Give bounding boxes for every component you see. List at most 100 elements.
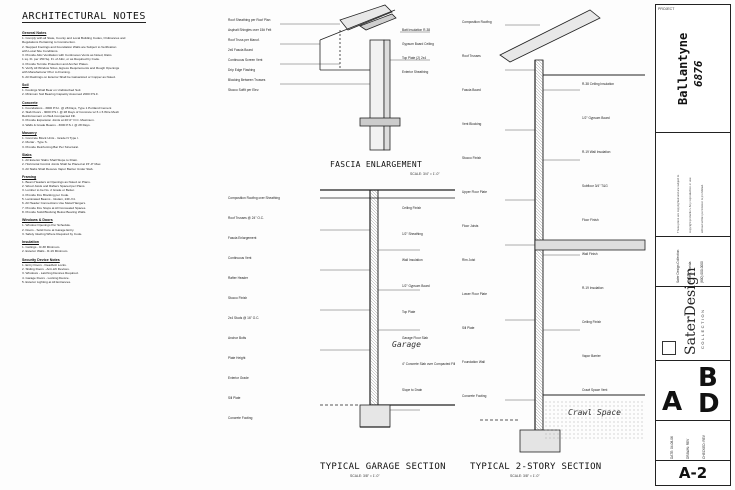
- callout-label: 1/2" Gypsum Board: [402, 284, 430, 288]
- callout-label: Composition Roofing: [462, 20, 492, 24]
- callout-label: Lower Floor Plate: [462, 292, 487, 296]
- roof-edge-line: [319, 9, 396, 41]
- note-heading: Security Device Notes: [22, 257, 60, 262]
- note-line: Regulations Pertaining to Construction.: [22, 40, 76, 45]
- fascia-scale: SCALE: 3/4" = 1'-0": [410, 172, 440, 176]
- note-line: 5. Laminated Beams - Glulam, 24F-V4.: [22, 197, 76, 202]
- note-line: 1. Concrete Block Units - Grade N Type I…: [22, 136, 79, 141]
- note-line: 1. Foundations - 3000 P.S.I. @ 28 Days, …: [22, 105, 112, 110]
- callout-label: 1/2" Sheathing: [402, 232, 423, 236]
- address-line: Sater Design Collection: [676, 249, 680, 283]
- note-line: 4. Walls & Grade Beams - 3000 P.S.I. @ 2…: [22, 122, 91, 127]
- note-line: 1. Comply with all State, County and Loc…: [22, 36, 126, 40]
- callout-label: Gypsum Board Ceiling: [402, 42, 434, 46]
- callout-label: R-19 Insulation: [582, 286, 604, 290]
- note-line: 2. Slab Floors - 3000 P.S.I. @ 28 Days o…: [22, 109, 119, 114]
- callout-label: Subfloor 3/4" T&G: [582, 184, 608, 188]
- callout-label: Vent Blocking: [462, 122, 482, 126]
- note-line: 3. Lumber to be No. 2 Grade or Better.: [22, 188, 75, 193]
- callout-label: Sill Plate: [462, 326, 475, 330]
- garage-scale: SCALE: 3/8" = 1'-0": [350, 474, 380, 478]
- note-line: 1. Ceilings - R-38 Minimum.: [22, 245, 61, 250]
- notes-title: ARCHITECTURAL NOTES: [22, 11, 146, 23]
- logo-mark-icon: [662, 341, 676, 355]
- note-line: 1. Entry Doors - Deadbolt Locks.: [22, 262, 67, 267]
- roof: [499, 9, 601, 63]
- note-line: 7. Provide Fire Stops at All Concealed S…: [22, 205, 87, 210]
- note-line: 1. Window Openings Per Schedule.: [22, 223, 71, 228]
- callout-label: Fascia Board: [462, 88, 481, 92]
- callout-label: Top Plate: [402, 310, 416, 314]
- revision-line: CHECKED: REV: [702, 435, 706, 459]
- note-heading: Soil: [22, 82, 29, 87]
- note-line: 4. Provide Fire Blocking per Code.: [22, 192, 70, 197]
- callout-label: Fascia Enlargement: [228, 236, 257, 240]
- fascia-wall-finish: [383, 39, 391, 151]
- company-logo: SaterDesign: [683, 267, 699, 355]
- callout-label: Drip Edge Flashing: [228, 68, 256, 72]
- callout-label: 2x4 Studs @ 16" O.C.: [228, 316, 260, 320]
- callout-label: Floor Finish: [582, 218, 599, 222]
- fine-print-line: copyright protection. Any reproduction o…: [688, 177, 692, 233]
- callout-label: Asphalt Shingles over 15# Felt: [228, 28, 272, 32]
- garage-wall-hatch: [369, 189, 379, 406]
- project-panel: PROJECT Ballantyne 6876: [656, 5, 730, 133]
- note-line: 1 sq. Ft. per 150 Sq. Ft. of Attic, or a…: [22, 57, 100, 62]
- note-line: 8. Provide Solid Blocking Below Bearing …: [22, 209, 87, 214]
- note-line: 1. All Exterior Slabs Shall Slope to Dra…: [22, 157, 78, 162]
- roof-sheathing: [339, 4, 393, 31]
- index-letter-b: B: [698, 363, 718, 393]
- callout-label: Rim Joist: [462, 258, 476, 262]
- callout-label: Stucco Finish: [462, 156, 482, 160]
- callout-label: Stucco Finish: [228, 296, 248, 300]
- garage-footing: [359, 404, 391, 428]
- revision-line: DRAWN: REV: [686, 438, 690, 459]
- twostory-scale: SCALE: 3/8" = 1'-0": [510, 474, 540, 478]
- note-line: 6. All Flashings on Exterior Shall be Ga…: [22, 74, 116, 79]
- note-line: 2. Doors - Solid Core at Garage Entry.: [22, 227, 75, 232]
- callout-label: Stucco Soffit per Elev.: [228, 88, 260, 92]
- project-label: PROJECT: [658, 7, 675, 11]
- note-line: 4. Garage Doors - Locking Device.: [22, 275, 70, 280]
- note-line: 3. Provide Attic Ventilation with Contin…: [22, 53, 112, 58]
- floor-joists: [534, 239, 646, 251]
- project-number: 6876: [692, 60, 705, 88]
- note-heading: Framing: [22, 174, 37, 179]
- note-line: 4. Provide Termite Protection and Anchor…: [22, 61, 89, 66]
- note-line: with Manufacturer Prior to Framing.: [22, 70, 71, 75]
- note-line: 2. Wood Joists and Rafters Spaced per Pl…: [22, 184, 86, 189]
- callout-label: R-19 Wall Insulation: [582, 150, 611, 154]
- note-line: 2. Mortar - Type S.: [22, 140, 48, 145]
- index-grid: A B D: [656, 361, 730, 421]
- callout-label: Composition Roofing over Sheathing: [228, 196, 280, 200]
- callout-label: Blocking Between Trusses: [228, 78, 266, 82]
- callout-label: Garage Floor Slab: [402, 336, 429, 340]
- callout-label: Rafter Header: [228, 276, 249, 280]
- twostory-caption: TYPICAL 2-STORY SECTION: [470, 462, 602, 472]
- sheet-number: A-2: [678, 464, 708, 482]
- garage-room-label: Garage: [392, 340, 421, 349]
- note-line: 1. Footings Shall Bear on Undisturbed So…: [22, 87, 82, 92]
- callout-label: Roof Trusses: [462, 54, 481, 58]
- fine-print-line: These plans are copyrighted and are subj…: [676, 174, 680, 233]
- callout-label: Batt Insulation R-38: [402, 28, 430, 32]
- note-heading: Slabs: [22, 152, 32, 157]
- garage-caption: TYPICAL GARAGE SECTION: [320, 462, 446, 472]
- index-letter-a: A: [662, 387, 683, 417]
- note-line: 5. Verify All Window Sizes, Egress Requi…: [22, 66, 120, 71]
- note-line: 2. Sliding Doors - Anti-Lift Devices.: [22, 266, 70, 271]
- callout-label: Foundation Wall: [462, 360, 485, 364]
- note-line: 2. Minimum Soil Bearing Capacity Assumed…: [22, 92, 99, 97]
- callout-label: Sill Plate: [228, 396, 241, 400]
- address-panel: Sater Design Collection Naples, Florida …: [656, 237, 730, 287]
- callout-label: Wall Finish: [582, 252, 598, 256]
